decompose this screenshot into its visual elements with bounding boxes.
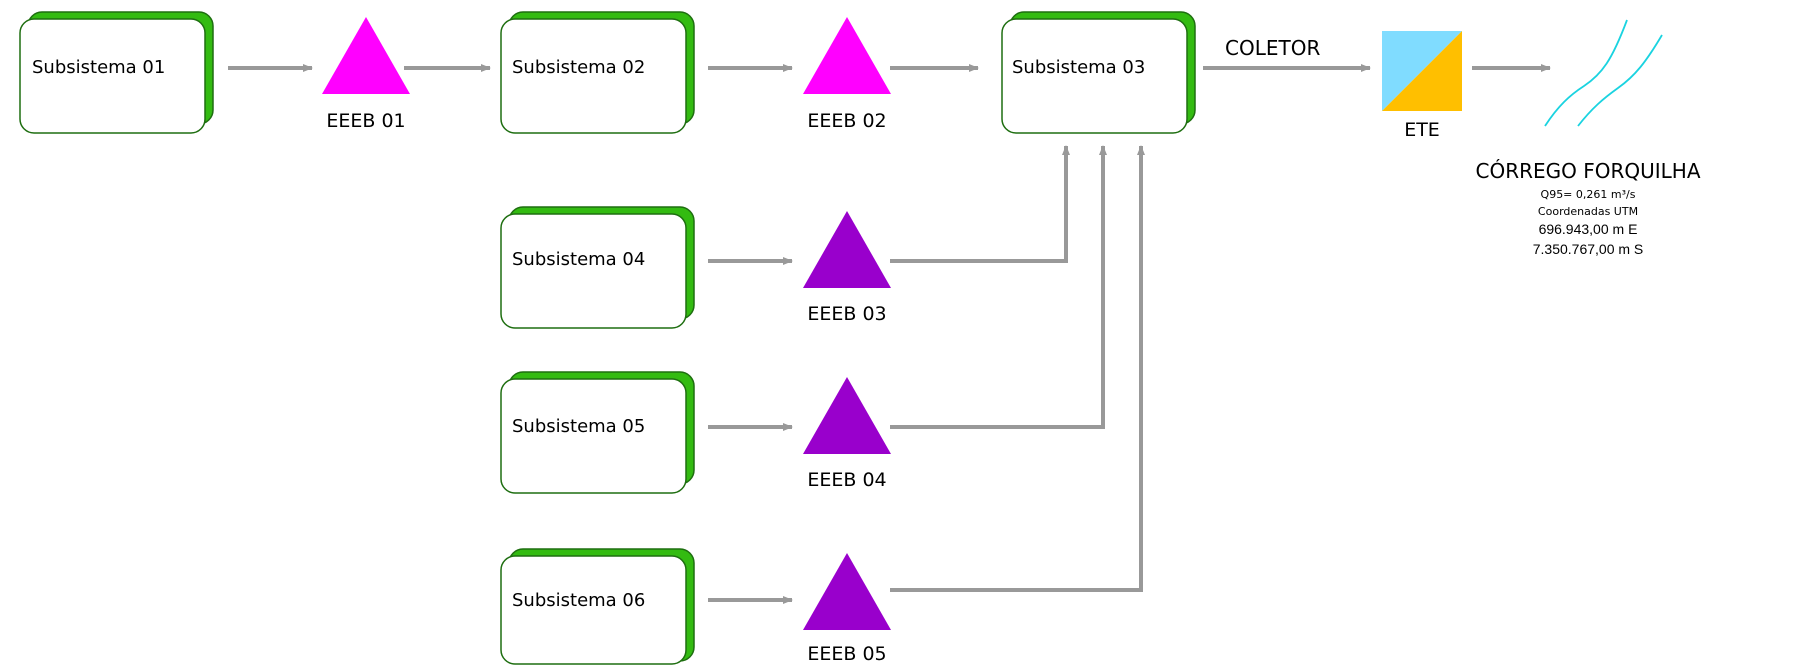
subsystem-label: Subsistema 05 [512,416,645,437]
subsystem-label: Subsistema 03 [1012,57,1145,78]
pump-label: EEEB 02 [807,110,886,132]
river-bank-right-icon [1577,34,1663,127]
pump-triangle-icon [322,17,410,94]
pump-triangle-icon [803,553,891,630]
subsystem-05: Subsistema 05 [500,371,695,494]
subsystem-04: Subsistema 04 [500,206,695,329]
subsystem-box [500,213,687,329]
river-bank-left-icon [1544,19,1628,127]
pump-triangle-icon [803,377,891,454]
connectors [228,64,1551,604]
subsystem-label: Subsistema 02 [512,57,645,78]
ete-treatment-plant: ETE [1382,31,1462,141]
pump-station-eeeb03: EEEB 03 [803,211,891,325]
line-eeeb04-to-s03 [890,145,1107,429]
coordinate-south: 7.350.767,00 m S [1533,241,1644,257]
subsystem-02: Subsistema 02 [500,11,695,134]
ete-label: ETE [1404,119,1440,141]
coordinates-title: Coordenadas UTM [1538,205,1638,218]
subsystem-06: Subsistema 06 [500,548,695,665]
coordinate-east: 696.943,00 m E [1539,221,1638,237]
pump-station-eeeb02: EEEB 02 [803,17,891,132]
subsystem-box [19,18,206,134]
subsystem-box [1001,18,1188,134]
pump-station-eeeb04: EEEB 04 [803,377,891,491]
pump-label: EEEB 05 [807,643,886,665]
coletor-label: COLETOR [1225,36,1320,60]
ete-orange-half [1382,31,1462,111]
line-eeeb05-to-s03 [890,145,1145,592]
pump-triangle-icon [803,211,891,288]
river-icon [1544,19,1663,127]
river-flow: Q95= 0,261 m³/s [1541,188,1636,201]
subsystem-01: Subsistema 01 [19,11,214,134]
receiver-info: CÓRREGO FORQUILHA Q95= 0,261 m³/s Coorde… [1475,159,1700,257]
subsystem-box [500,18,687,134]
pump-label: EEEB 01 [326,110,405,132]
pump-label: EEEB 04 [807,469,886,491]
subsystem-box [500,555,687,665]
subsystem-03: Subsistema 03 [1001,11,1196,134]
subsystem-box [500,378,687,494]
pump-station-eeeb05: EEEB 05 [803,553,891,665]
pump-triangle-icon [803,17,891,94]
subsystem-label: Subsistema 06 [512,590,645,611]
line-eeeb03-to-s03 [890,145,1070,263]
river-name: CÓRREGO FORQUILHA [1475,159,1700,183]
pump-station-eeeb01: EEEB 01 [322,17,410,132]
subsystem-label: Subsistema 01 [32,57,165,78]
pump-label: EEEB 03 [807,303,886,325]
subsystem-label: Subsistema 04 [512,249,645,270]
